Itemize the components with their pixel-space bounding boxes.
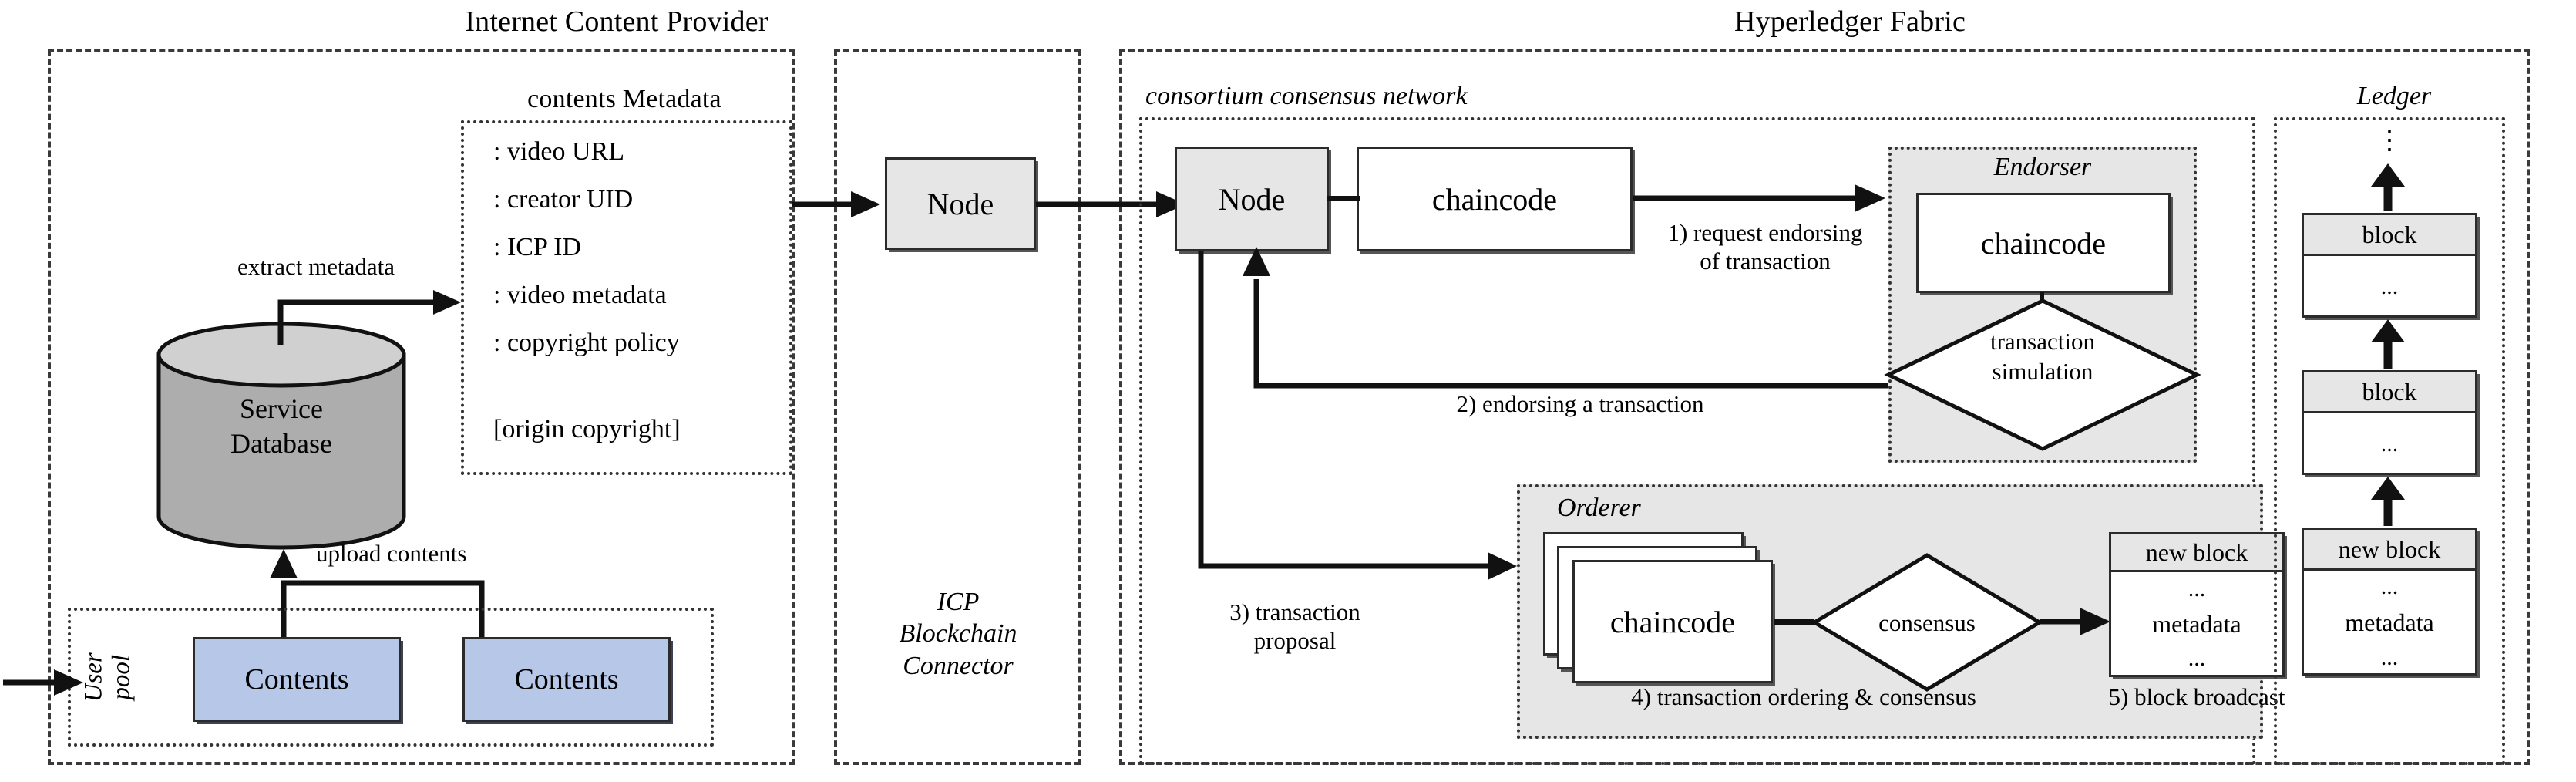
extract-metadata-label: extract metadata [237, 253, 395, 280]
step4-label: 4) transaction ordering & consensus [1631, 683, 1976, 710]
contents-box-1-label: Contents [244, 663, 349, 696]
metadata-item-3: : video metadata [493, 281, 667, 309]
endorser-caption: Endorser [1993, 153, 2092, 181]
ledger-top-ellipsis: ⋮ [2376, 126, 2403, 155]
extract-metadata-arrow [277, 290, 461, 345]
ledger-block-1-row-0: ... [2380, 431, 2399, 457]
contents-metadata-box [461, 120, 792, 475]
metadata-footer: [origin copyright] [493, 415, 681, 443]
orderer-new-block-header: new block [2111, 534, 2282, 572]
ledger-arrow-top [2371, 163, 2405, 211]
ledger-block-1-header: block [2304, 372, 2475, 413]
fabric-node-label: Node [1218, 181, 1286, 217]
ledger-block-2-row-1: metadata [2345, 608, 2434, 636]
orderer-caption: Orderer [1557, 494, 1641, 522]
orderer-chaincode-box[interactable]: chaincode [1572, 560, 1773, 683]
metadata-item-2: : ICP ID [493, 233, 581, 261]
request-endorsing-arrow [1633, 184, 1885, 212]
ledger-block-0-row-0: ... [2380, 274, 2399, 299]
page-title-icp: Internet Content Provider [465, 5, 768, 38]
endorser-chaincode-label: chaincode [1980, 225, 2107, 261]
step5-label: 5) block broadcast [2108, 683, 2285, 710]
ledger-block-2-header: new block [2304, 530, 2475, 571]
step2-label: 2) endorsing a transaction [1456, 390, 1704, 417]
ledger-block-0-header: block [2304, 215, 2475, 256]
ledger-block-2[interactable]: new block ... metadata ... [2302, 528, 2477, 676]
fabric-node-box[interactable]: Node [1175, 147, 1329, 251]
endorser-diamond [1884, 298, 2201, 451]
endorsing-return-arrow [1243, 247, 1927, 389]
ledger-arrow-bottom [2371, 477, 2405, 526]
user-inflow-arrow [3, 669, 83, 696]
ledger-box [2274, 117, 2505, 765]
orderer-chaincode-consensus-link [1774, 619, 1814, 625]
metadata-item-0: : video URL [493, 137, 624, 166]
fabric-chaincode-box[interactable]: chaincode [1357, 147, 1633, 251]
contents-box-2-label: Contents [514, 663, 619, 696]
orderer-new-block-row-0: ... [2188, 576, 2206, 602]
fabric-chaincode-label: chaincode [1431, 181, 1558, 217]
upload-contents-label: upload contents [316, 540, 467, 567]
node-chaincode-link [1327, 196, 1360, 201]
ledger-arrow-mid [2371, 319, 2405, 369]
endorser-chaincode-box[interactable]: chaincode [1916, 193, 2171, 293]
service-database-label: Service Database [230, 393, 332, 459]
endorser-diamond-label: transaction simulation [1989, 328, 2095, 385]
consensus-diamond-label: consensus [1878, 609, 1976, 636]
step1-label: 1) request endorsing of transaction [1667, 219, 1863, 275]
contents-box-1[interactable]: Contents [193, 637, 401, 722]
block-broadcast-arrow [2040, 608, 2110, 635]
metadata-item-4: : copyright policy [493, 329, 680, 357]
service-database-cylinder [156, 322, 406, 550]
icp-panel [48, 49, 795, 765]
metadata-to-node-arrow [792, 191, 880, 217]
consortium-network-caption: consortium consensus network [1145, 82, 1468, 110]
ledger-block-0[interactable]: block ... [2302, 213, 2477, 318]
ledger-block-1[interactable]: block ... [2302, 370, 2477, 475]
contents-metadata-caption: contents Metadata [527, 85, 721, 113]
page-title-fabric: Hyperledger Fabric [1734, 5, 1966, 38]
metadata-item-1: : creator UID [493, 185, 634, 214]
orderer-new-block-row-1: metadata [2152, 609, 2241, 638]
connector-node-box[interactable]: Node [885, 157, 1036, 250]
ledger-block-2-row-2: ... [2380, 645, 2399, 670]
orderer-new-block-row-2: ... [2188, 645, 2206, 671]
connector-node-label: Node [926, 186, 994, 221]
connector-caption: ICP Blockchain Connector [899, 588, 1017, 680]
step3-label: 3) transaction proposal [1229, 598, 1360, 654]
upload-contents-arrow [270, 549, 485, 659]
consortium-network-box [1139, 117, 2255, 765]
endorser-chaincode-diamond-link [2040, 292, 2044, 302]
transaction-proposal-arrow [1198, 251, 1517, 580]
ledger-caption: Ledger [2356, 82, 2432, 110]
connector-to-fabric-arrow [1036, 191, 1185, 217]
icp-blockchain-connector-panel [834, 49, 1081, 765]
contents-box-2[interactable]: Contents [462, 637, 671, 722]
user-pool-label: User pool [79, 652, 136, 703]
orderer-new-block[interactable]: new block ... metadata ... [2109, 532, 2285, 677]
orderer-chaincode-label: chaincode [1609, 604, 1736, 639]
ledger-block-2-row-0: ... [2380, 574, 2399, 599]
